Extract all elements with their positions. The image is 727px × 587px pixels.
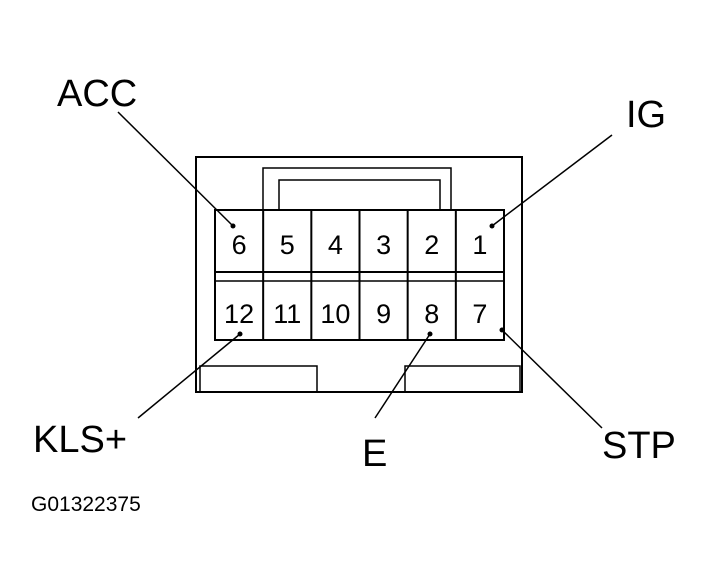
pin-row-top: 6 5 4 3 2 1 — [232, 230, 488, 260]
leader-ig — [491, 134, 613, 227]
label-e: E — [362, 433, 387, 475]
bottom-row-pin-9: 9 — [376, 299, 391, 329]
leader-kls — [137, 333, 241, 419]
leader-dot-acc — [230, 223, 236, 229]
leader-dot-e — [427, 331, 433, 337]
leader-stp — [501, 329, 603, 429]
top-row-pin-6: 6 — [232, 230, 247, 260]
leader-acc — [117, 111, 234, 227]
leader-e — [374, 333, 431, 419]
top-row-pin-1: 1 — [472, 230, 487, 260]
top-row-pin-2: 2 — [424, 230, 439, 260]
bottom-row-pin-12: 12 — [224, 299, 254, 329]
label-ig: IG — [626, 94, 666, 136]
bottom-row-pin-11: 11 — [273, 299, 301, 329]
bottom-row-pin-7: 7 — [472, 299, 487, 329]
figure-code: G01322375 — [31, 493, 141, 516]
pin-cell-dividers — [262, 210, 457, 340]
top-row-pin-4: 4 — [328, 230, 343, 260]
connector-housing — [195, 156, 523, 393]
connector-lock-tab-inner — [278, 179, 441, 210]
label-acc: ACC — [57, 73, 137, 115]
top-row-pin-5: 5 — [280, 230, 295, 260]
bottom-row-pin-10: 10 — [320, 299, 350, 329]
leader-dot-kls — [237, 331, 243, 337]
connector-key-right — [404, 365, 521, 392]
bottom-row-pin-8: 8 — [424, 299, 439, 329]
label-kls: KLS+ — [33, 419, 127, 461]
connector-lock-tab-outer — [262, 167, 452, 210]
pin-row-bottom: 12 11 10 9 8 7 — [224, 299, 487, 329]
leader-dot-ig — [489, 223, 495, 229]
connector-key-left — [199, 365, 318, 392]
leader-dot-stp — [499, 327, 505, 333]
label-stp: STP — [602, 425, 676, 467]
top-row-pin-3: 3 — [376, 230, 391, 260]
